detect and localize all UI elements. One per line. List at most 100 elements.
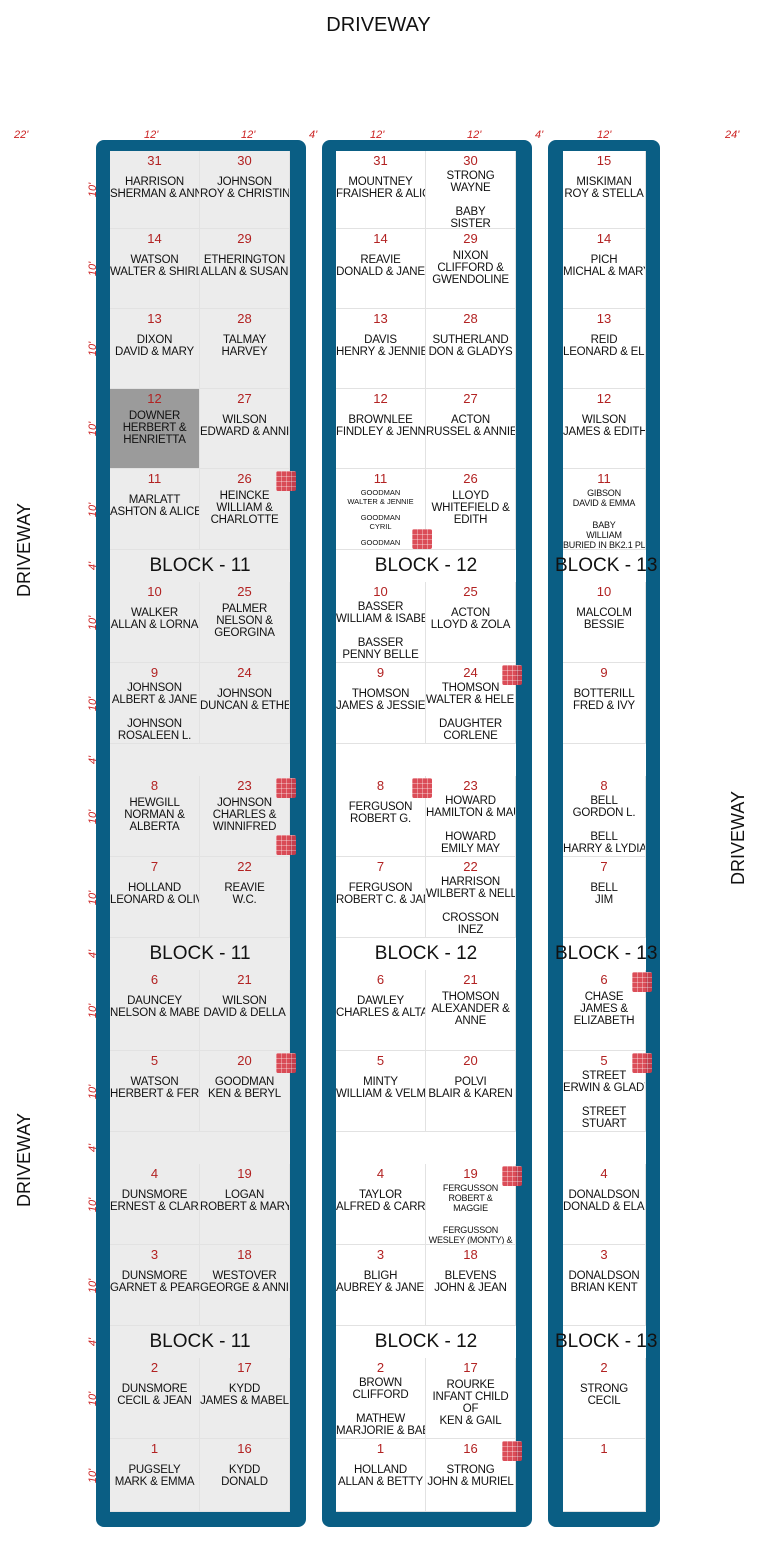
- plot-number: 30: [463, 153, 478, 168]
- occupant-line: DONALD & ELAINE: [563, 1201, 645, 1213]
- occupant-line: STREET: [581, 1070, 627, 1082]
- occupant-line: DAWLEY: [357, 995, 404, 1007]
- occupant-line: BRIAN KENT: [570, 1282, 638, 1294]
- plot-number: 6: [600, 972, 608, 987]
- occupant-line: DUNSMORE: [121, 1270, 188, 1282]
- dimension-far-right: 24': [725, 129, 740, 141]
- occupant-line: EMILY MAY: [441, 843, 500, 855]
- occupant-line: ERNEST & CLARA: [110, 1201, 200, 1213]
- plot-cell[interactable]: 1: [563, 1439, 646, 1512]
- plot-number: 13: [373, 311, 388, 326]
- occupant-line: JOHNSON: [127, 682, 182, 694]
- occupant-line: PALMER: [221, 603, 268, 615]
- block-interior: [563, 151, 646, 1512]
- block-label: BLOCK - 12: [374, 555, 478, 576]
- plot-number: 30: [237, 153, 252, 168]
- occupant-line: ROSALEEN L.: [117, 730, 192, 742]
- occupant-line: HERBERT &: [122, 422, 187, 434]
- occupant-line: BURIED IN BK2.1 PL19: [563, 540, 646, 550]
